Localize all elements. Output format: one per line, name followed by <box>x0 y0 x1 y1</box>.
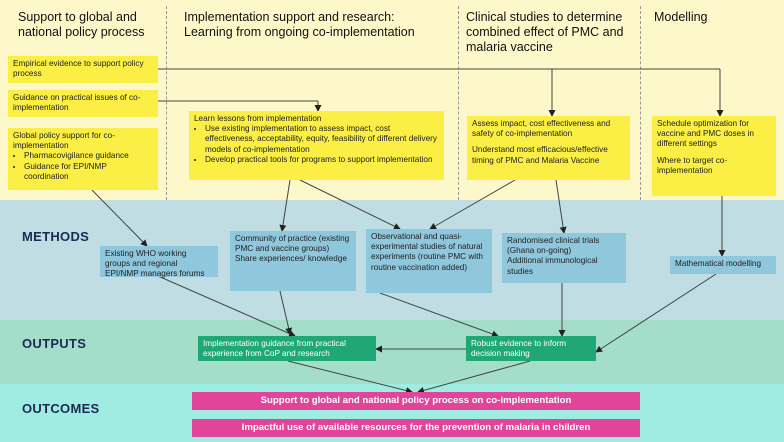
column-divider <box>640 6 641 200</box>
column-divider <box>458 6 459 200</box>
learn-lessons-list: Use existing implementation to assess im… <box>194 124 439 165</box>
impact-outcome-text: Impactful use of available resources for… <box>241 422 591 433</box>
observational-studies-text: Observational and quasi-experimental stu… <box>371 232 483 272</box>
column-header-modelling: Modelling <box>654 10 708 24</box>
implementation-guidance-output-text: Implementation guidance from practical e… <box>203 339 346 359</box>
arrow <box>379 292 499 338</box>
global-policy-support-title: Global policy support for co-implementat… <box>13 131 115 151</box>
global-policy-support-box: Global policy support for co-implementat… <box>8 128 158 190</box>
learn-lessons-box: Learn lessons from implementation Use ex… <box>189 111 444 180</box>
robust-evidence-output-text: Robust evidence to inform decision makin… <box>471 339 567 359</box>
robust-evidence-output-box: Robust evidence to inform decision makin… <box>466 336 596 361</box>
arrow <box>91 189 148 247</box>
arrow <box>287 360 413 394</box>
modelling-text-2: Where to target co-implementation <box>657 155 728 175</box>
outputs-band <box>0 320 784 384</box>
column-divider <box>166 6 167 200</box>
column-header-clinical: Clinical studies to determine combined e… <box>466 10 624 54</box>
list-item: Use existing implementation to assess im… <box>205 124 439 155</box>
column-header-global: Support to global and national policy pr… <box>18 10 145 39</box>
arrow <box>157 275 296 337</box>
observational-studies-box: Observational and quasi-experimental stu… <box>366 229 492 293</box>
list-item: Pharmacovigilance guidance <box>24 151 153 161</box>
arrow <box>555 179 567 234</box>
arrow <box>279 290 293 335</box>
practical-guidance-box: Guidance on practical issues of co-imple… <box>8 90 158 117</box>
practical-guidance-text: Guidance on practical issues of co-imple… <box>13 93 141 113</box>
learn-lessons-title: Learn lessons from implementation <box>194 114 322 123</box>
randomised-trials-text-1: Randomised clinical trials (Ghana on-goi… <box>507 236 600 256</box>
empirical-evidence-box: Empirical evidence to support policy pro… <box>8 56 158 83</box>
row-label-outcomes: OUTCOMES <box>22 401 100 416</box>
who-working-groups-box: Existing WHO working groups and regional… <box>100 246 218 279</box>
randomised-trials-text-2: Additional immunological studies <box>507 256 598 276</box>
modelling-text-1: Schedule optimization for vaccine and PM… <box>657 119 754 149</box>
arrow <box>417 360 531 394</box>
implementation-guidance-output-box: Implementation guidance from practical e… <box>198 336 376 361</box>
list-item: Develop practical tools for programs to … <box>205 155 439 165</box>
row-label-methods: METHODS <box>22 229 90 244</box>
arrow <box>429 179 516 230</box>
clinical-studies-text-2: Understand most efficacious/effective ti… <box>472 145 608 165</box>
arrow <box>279 179 291 232</box>
community-of-practice-box: Community of practice (existing PMC and … <box>230 231 356 291</box>
column-header-implementation: Implementation support and research: Lea… <box>184 10 415 39</box>
list-item: Guidance for EPI/NMP coordination <box>24 162 153 182</box>
clinical-studies-box: Assess impact, cost effectiveness and sa… <box>467 116 630 180</box>
community-of-practice-text-2: Share experiences/ knowledge <box>235 254 347 264</box>
community-of-practice-text-1: Community of practice (existing PMC and … <box>235 234 350 254</box>
empirical-evidence-text: Empirical evidence to support policy pro… <box>13 59 144 79</box>
policy-outcome-box: Support to global and national policy pr… <box>192 392 640 410</box>
row-label-outputs: OUTPUTS <box>22 336 87 351</box>
mathematical-modelling-box: Mathematical modelling <box>670 256 776 274</box>
global-policy-support-list: Pharmacovigilance guidance Guidance for … <box>13 151 153 182</box>
arrow <box>299 179 401 230</box>
impact-outcome-box: Impactful use of available resources for… <box>192 419 640 437</box>
modelling-box: Schedule optimization for vaccine and PM… <box>652 116 776 196</box>
who-working-groups-text: Existing WHO working groups and regional… <box>105 249 205 279</box>
randomised-trials-box: Randomised clinical trials (Ghana on-goi… <box>502 233 626 283</box>
mathematical-modelling-text: Mathematical modelling <box>675 259 762 268</box>
clinical-studies-text-1: Assess impact, cost effectiveness and sa… <box>472 119 611 139</box>
arrow <box>595 273 717 353</box>
policy-outcome-text: Support to global and national policy pr… <box>260 395 572 406</box>
